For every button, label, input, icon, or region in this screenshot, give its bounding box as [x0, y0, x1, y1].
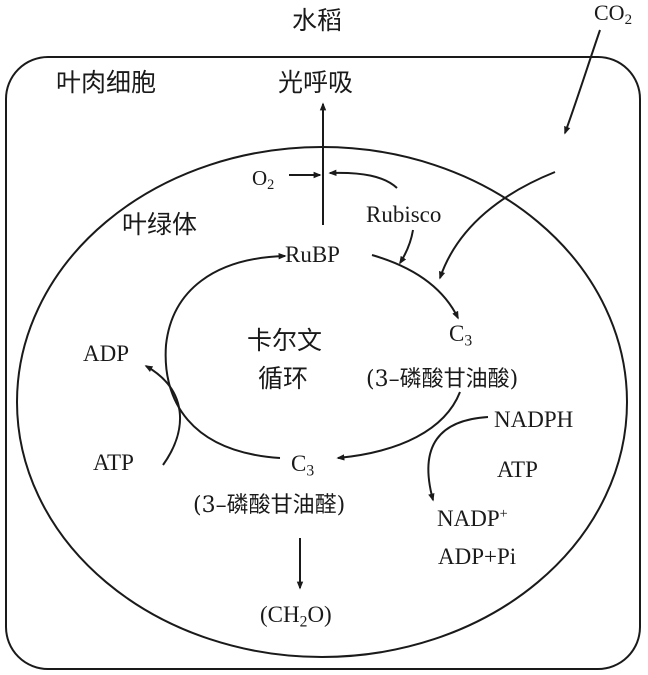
calvin-g3p-to-rubp-arrow: [164, 252, 287, 459]
o2-main: O: [252, 166, 268, 190]
adp-pi-label: ADP+Pi: [438, 544, 517, 569]
nadph-label: NADPH: [494, 407, 574, 432]
o2-subscript: 2: [267, 176, 275, 193]
adp-label: ADP: [83, 341, 130, 366]
ch2o-close: O): [307, 602, 332, 627]
nadph-atp-consumption-arrow: [427, 416, 489, 502]
c3-top-main: C: [449, 321, 465, 346]
ch2o-subscript: 2: [299, 613, 308, 631]
calvin-pga-to-g3p-arrow: [336, 391, 461, 461]
nadp-superscript: +: [499, 506, 508, 523]
co2-label: CO2: [594, 2, 632, 28]
mesophyll-cell-boundary: [5, 56, 641, 670]
rubisco-label: Rubisco: [366, 202, 442, 227]
o2-label: O2: [252, 166, 275, 193]
photorespiration-label: 光呼吸: [278, 68, 354, 97]
atp-to-adp-arrow: [144, 365, 181, 466]
rubisco-to-o2-arrow: [328, 169, 398, 189]
plant-label: 水稻: [292, 6, 343, 35]
nadp-main: NADP: [437, 506, 500, 531]
chloroplast-label: 叶绿体: [122, 210, 198, 239]
mesophyll-cell-label: 叶肉细胞: [56, 68, 157, 97]
c3-top-label: C3: [449, 322, 472, 349]
c3-bottom-main: C: [291, 451, 307, 476]
co2-subscript: 2: [624, 12, 633, 29]
c3-top-subscript: 3: [464, 332, 473, 350]
calvin-cycle-line1: 卡尔文: [247, 326, 323, 355]
calvin-cycle-line2: 循环: [258, 364, 309, 393]
atp-right-label: ATP: [497, 457, 538, 482]
co2-main: CO: [594, 0, 625, 25]
rubisco-catalysis-arrow: [399, 229, 414, 265]
c3-bottom-name: (3–磷酸甘油醛): [193, 493, 346, 518]
c3-bottom-label: C3: [291, 452, 314, 479]
c3-bottom-subscript: 3: [306, 462, 315, 480]
calvin-rubp-to-c3-arrow: [371, 254, 459, 320]
c3-top-name: (3–磷酸甘油酸): [366, 367, 519, 392]
atp-left-label: ATP: [93, 450, 134, 475]
rubp-label: RuBP: [285, 242, 340, 267]
co2-inflow-arrow: [564, 29, 601, 135]
ch2o-open: (CH: [260, 602, 300, 627]
co2-to-c3-arrow: [439, 171, 556, 280]
ch2o-label: (CH2O): [260, 603, 332, 630]
nadp-label: NADP+: [437, 507, 508, 530]
